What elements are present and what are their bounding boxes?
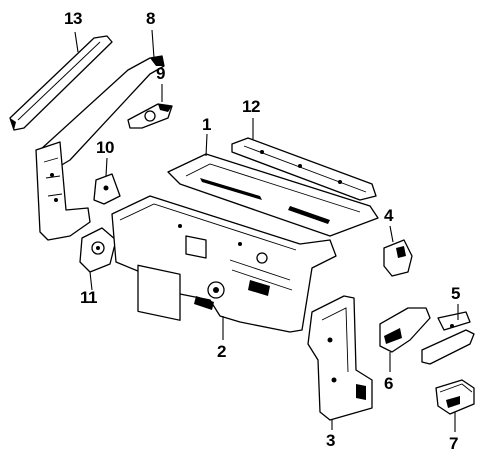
callout-9: 9 <box>156 64 165 83</box>
callout-10: 10 <box>96 138 114 157</box>
callout-1: 1 <box>202 115 211 134</box>
part-5-brace <box>421 311 475 365</box>
part-8-windshield-pillar <box>35 55 165 241</box>
callout-12: 12 <box>242 97 260 116</box>
part-11-plate <box>79 227 117 273</box>
part-3-hinge-pillar <box>307 295 373 421</box>
part-6-reinforcement <box>379 307 431 353</box>
callout-13: 13 <box>64 9 82 28</box>
part-1-cowl-panel <box>167 153 379 237</box>
part-10-panel <box>93 173 121 205</box>
callout-11: 11 <box>80 288 97 307</box>
callout-5: 5 <box>451 284 460 303</box>
part-4-bracket <box>383 239 413 277</box>
callout-8: 8 <box>146 9 155 28</box>
callout-6: 6 <box>384 374 393 393</box>
callout-3: 3 <box>326 431 335 450</box>
part-9-bracket <box>127 103 173 129</box>
callout-7: 7 <box>449 434 458 453</box>
leader-lines <box>74 29 459 432</box>
callout-4: 4 <box>384 206 393 225</box>
callout-2: 2 <box>217 342 226 361</box>
part-12-cowl-top <box>231 137 377 201</box>
part-13-roof-rail <box>9 35 113 131</box>
part-7-block <box>435 379 475 415</box>
part-2-dash-panel <box>111 195 337 333</box>
